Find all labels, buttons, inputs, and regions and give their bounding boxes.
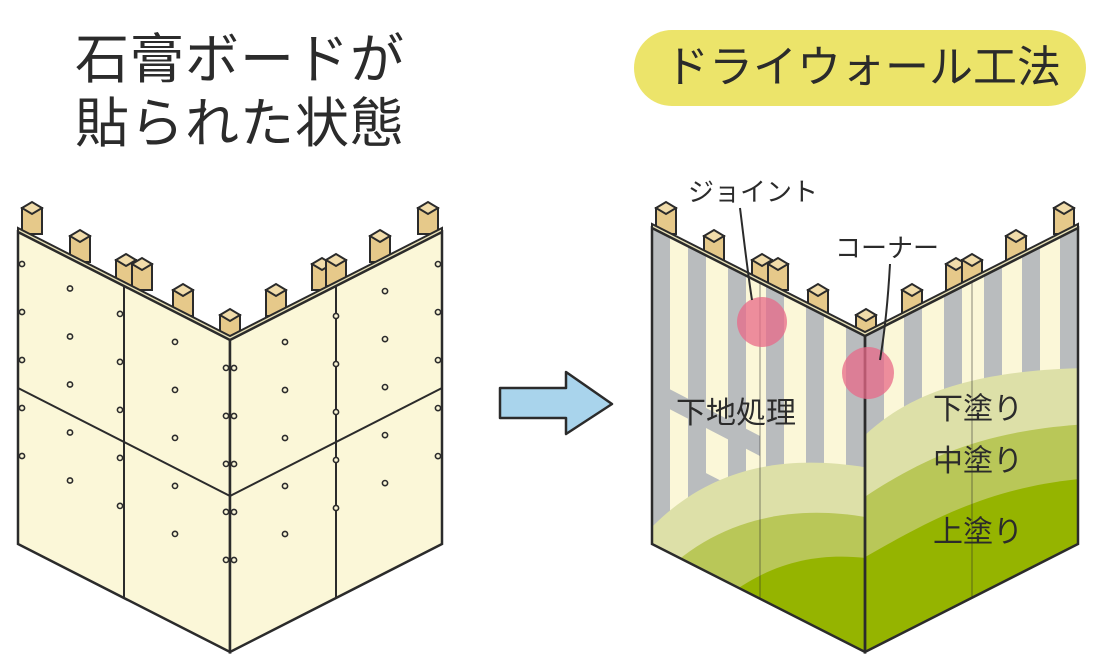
screw-dot: [434, 404, 442, 412]
screw-dot: [281, 530, 289, 538]
screw-dot: [116, 502, 124, 510]
screw-dot: [381, 431, 389, 439]
screw-dot: [66, 285, 74, 292]
screw-dot: [171, 386, 179, 394]
screw-dot: [66, 429, 74, 436]
title-badge: [634, 30, 1086, 106]
screw-dot: [66, 381, 74, 388]
screw-dot: [222, 556, 230, 564]
screw-dot: [381, 335, 389, 343]
screw-dot: [230, 556, 238, 564]
right-title: ドライウォール工法: [665, 42, 1061, 93]
screw-dot: [222, 460, 230, 468]
screw-dot: [434, 308, 442, 316]
base-treatment-label: 下地処理: [676, 396, 796, 431]
undercoat-label: 下塗り: [933, 392, 1023, 427]
screw-dot: [230, 412, 238, 420]
screw-dot: [281, 386, 289, 394]
screw-dot: [434, 356, 442, 364]
middle-coat-label: 中塗り: [933, 444, 1023, 479]
screw-dot: [381, 287, 389, 295]
screw-dot: [332, 504, 340, 512]
screw-dot: [230, 508, 238, 516]
screw-dot: [332, 312, 340, 320]
screw-dot: [332, 360, 340, 368]
screw-dot: [116, 310, 124, 318]
screw-dot: [281, 434, 289, 442]
arrow-icon: [498, 370, 614, 436]
screw-dot: [222, 364, 230, 372]
screw-dot: [18, 260, 26, 268]
top-coat-label: 上塗り: [933, 515, 1023, 550]
screw-dot: [116, 406, 124, 414]
joint-highlight: [737, 297, 787, 347]
gypsum-board-wall: [16, 200, 444, 655]
screw-dot: [171, 338, 179, 346]
screw-dot: [222, 508, 230, 516]
screw-dot: [332, 408, 340, 416]
screw-dot: [18, 356, 26, 364]
screw-dot: [171, 434, 179, 442]
corner-highlight: [842, 347, 894, 399]
screw-dot: [171, 482, 179, 490]
screw-dot: [281, 482, 289, 490]
joint-leader-line: [739, 207, 753, 301]
screw-dot: [18, 308, 26, 316]
screw-dot: [381, 383, 389, 391]
screw-dot: [66, 333, 74, 340]
screw-dot: [18, 404, 26, 412]
screw-dot: [66, 477, 74, 484]
screw-dot: [116, 454, 124, 462]
screw-dot: [381, 479, 389, 487]
screw-dots: [18, 260, 442, 564]
screw-dot: [230, 364, 238, 372]
screw-dot: [18, 452, 26, 460]
left-title: 石膏ボードが 貼られた状態: [75, 28, 435, 156]
screw-dot: [434, 452, 442, 460]
corner-leader-line: [879, 263, 891, 361]
screw-dot: [230, 460, 238, 468]
drywall-wall: [650, 200, 1080, 655]
screw-dot: [222, 412, 230, 420]
screw-dot: [171, 530, 179, 538]
joint-label: ジョイント: [688, 178, 819, 208]
screw-dot: [434, 260, 442, 268]
screw-dot: [332, 456, 340, 464]
screw-dot: [281, 338, 289, 346]
screw-dot: [116, 358, 124, 366]
corner-label: コーナー: [835, 234, 940, 264]
left-title-line2: 貼られた状態: [75, 92, 405, 155]
left-title-line1: 石膏ボードが: [75, 28, 405, 91]
